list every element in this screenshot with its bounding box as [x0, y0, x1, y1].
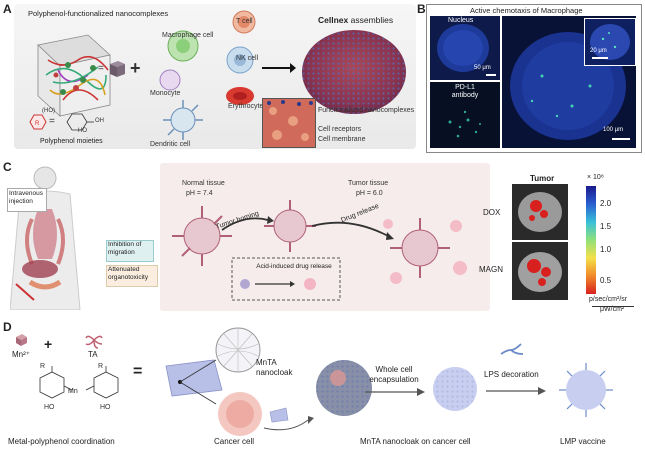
lmp-label: LMP vaccine [560, 437, 606, 446]
chem-r2: R [98, 363, 104, 370]
colorbar-unit-bottom: μW/cm² [600, 306, 625, 313]
mnta-on-cell-label: MnTA nanocloak on cancer cell [360, 437, 471, 446]
membrane-zoom-inset [262, 98, 316, 148]
colorbar [586, 186, 596, 294]
inhibition-label: Inhibition of migration [108, 241, 142, 256]
svg-text:=: = [49, 116, 55, 127]
legend-receptors: Cell receptors [318, 126, 362, 133]
immune-cells-illustration [159, 10, 256, 140]
svg-text:R: R [35, 121, 40, 127]
colorbar-tick-2: 1.0 [600, 245, 612, 254]
lps-icon [500, 343, 524, 355]
arrow-right-icon-2 [365, 388, 425, 396]
legend-membrane: Cell membrane [318, 136, 366, 143]
nanocomplex-label: Polyphenol-functionalized nanocomplexes [28, 9, 169, 18]
whole-cell-label: Whole cell encapsulation [369, 365, 419, 384]
scale-20: 20 μm [590, 48, 607, 54]
attenuated-box [106, 265, 158, 287]
scale-bar-20 [592, 57, 608, 59]
t-cell-label: T cell [236, 18, 253, 25]
tumor-imaging-title: Tumor [530, 174, 555, 183]
ta-icon [85, 335, 103, 349]
mn-label: Mn²⁺ [12, 350, 30, 359]
equals-sign: = [133, 363, 143, 380]
scale-50: 50 μm [474, 65, 491, 71]
chem-mn: Mn [68, 388, 78, 395]
polyphenol-label: Polyphenol moieties [40, 138, 103, 145]
coordination-label: Metal-polyphenol coordination [8, 437, 115, 446]
iv-box [7, 188, 47, 212]
lmp-vaccine-icon [559, 363, 613, 417]
nucleus-image [430, 16, 500, 80]
nanocloak-process-illustration [165, 327, 372, 436]
dox-label: DOX [483, 208, 501, 217]
colorbar-tick-1: 1.5 [600, 222, 612, 231]
small-cube-icon: = [98, 61, 125, 77]
unit-divider [592, 306, 634, 307]
colorbar-exponent: × 10⁸ [587, 174, 604, 181]
metal-polyphenol-structure [39, 366, 119, 399]
svg-text:=: = [98, 63, 104, 74]
panel-label-a: A [3, 2, 12, 16]
cellnex-assembly-illustration [302, 30, 406, 114]
panel-label-b: B [417, 2, 426, 16]
chem-ho2-text: HO [78, 128, 87, 134]
nk-cell-label: NK cell [236, 55, 259, 62]
monocyte-label: Monocyte [150, 90, 181, 97]
chem-ho2: HO [100, 404, 111, 411]
ta-label: TA [88, 350, 98, 359]
nucleus-label: Nucleus [448, 17, 474, 24]
macrophage-label: Macrophage cell [162, 32, 214, 39]
magn-image [512, 242, 568, 300]
lps-label: LPS decoration [484, 370, 539, 379]
acid-release-label: Acid-induced drug release [256, 263, 332, 270]
erythrocytes-label: Erythrocytes [228, 103, 267, 110]
magn-label: MAGN [479, 265, 503, 274]
panel-label-d: D [3, 320, 12, 334]
chem-oh-text: OH [95, 118, 104, 124]
chem-ho-text: (HO) [42, 108, 55, 114]
iv-label: Intravenous injection [9, 190, 43, 205]
inhibition-box [106, 240, 154, 262]
normal-tissue-label: Normal tissue [182, 180, 225, 187]
chemotaxis-title: Active chemotaxis of Macrophage [470, 6, 583, 15]
chem-ho1: HO [44, 404, 55, 411]
human-body-illustration [10, 166, 81, 310]
legend-functionalized: Functionalized nanocomplexes [318, 107, 415, 114]
dox-image [512, 184, 568, 240]
pdl1-image [430, 82, 500, 148]
mn-cube-icon [16, 334, 27, 346]
arrow-right-icon [262, 63, 296, 73]
arrow-right-icon-3 [486, 387, 546, 395]
colorbar-tick-0: 2.0 [600, 199, 612, 208]
polyphenol-moiety-icon: R = [29, 113, 94, 131]
tumor-ph-label: pH = 6.0 [356, 190, 383, 197]
nanocloak-label: MnTA nanocloak [256, 358, 293, 377]
normal-ph-label: pH = 7.4 [186, 190, 213, 197]
scale-bar-100 [612, 138, 630, 140]
colorbar-tick-3: 0.5 [600, 276, 612, 285]
pdl1-label: PD-L1 antibody [451, 84, 479, 99]
cancer-cell-label: Cancer cell [214, 437, 255, 446]
chem-r1: R [40, 363, 46, 370]
dendritic-label: Dendritic cell [150, 141, 191, 148]
attenuated-label: Attenuated organotoxicity [108, 266, 149, 281]
plus-sign-d: + [44, 336, 53, 352]
cellnex-title: Cellnex assemblies [318, 15, 394, 25]
panel-label-c: C [3, 160, 12, 174]
colorbar-unit-top: p/sec/cm²/sr [589, 296, 628, 303]
scale-bar-50 [486, 74, 496, 76]
nanocomplex-illustration [37, 34, 111, 117]
plus-sign: + [130, 58, 141, 78]
tumor-tissue-label: Tumor tissue [348, 180, 389, 187]
tumor-homing-illustration [172, 200, 467, 301]
mnta-coated-cell [433, 367, 477, 411]
scale-100: 100 μm [603, 127, 624, 133]
